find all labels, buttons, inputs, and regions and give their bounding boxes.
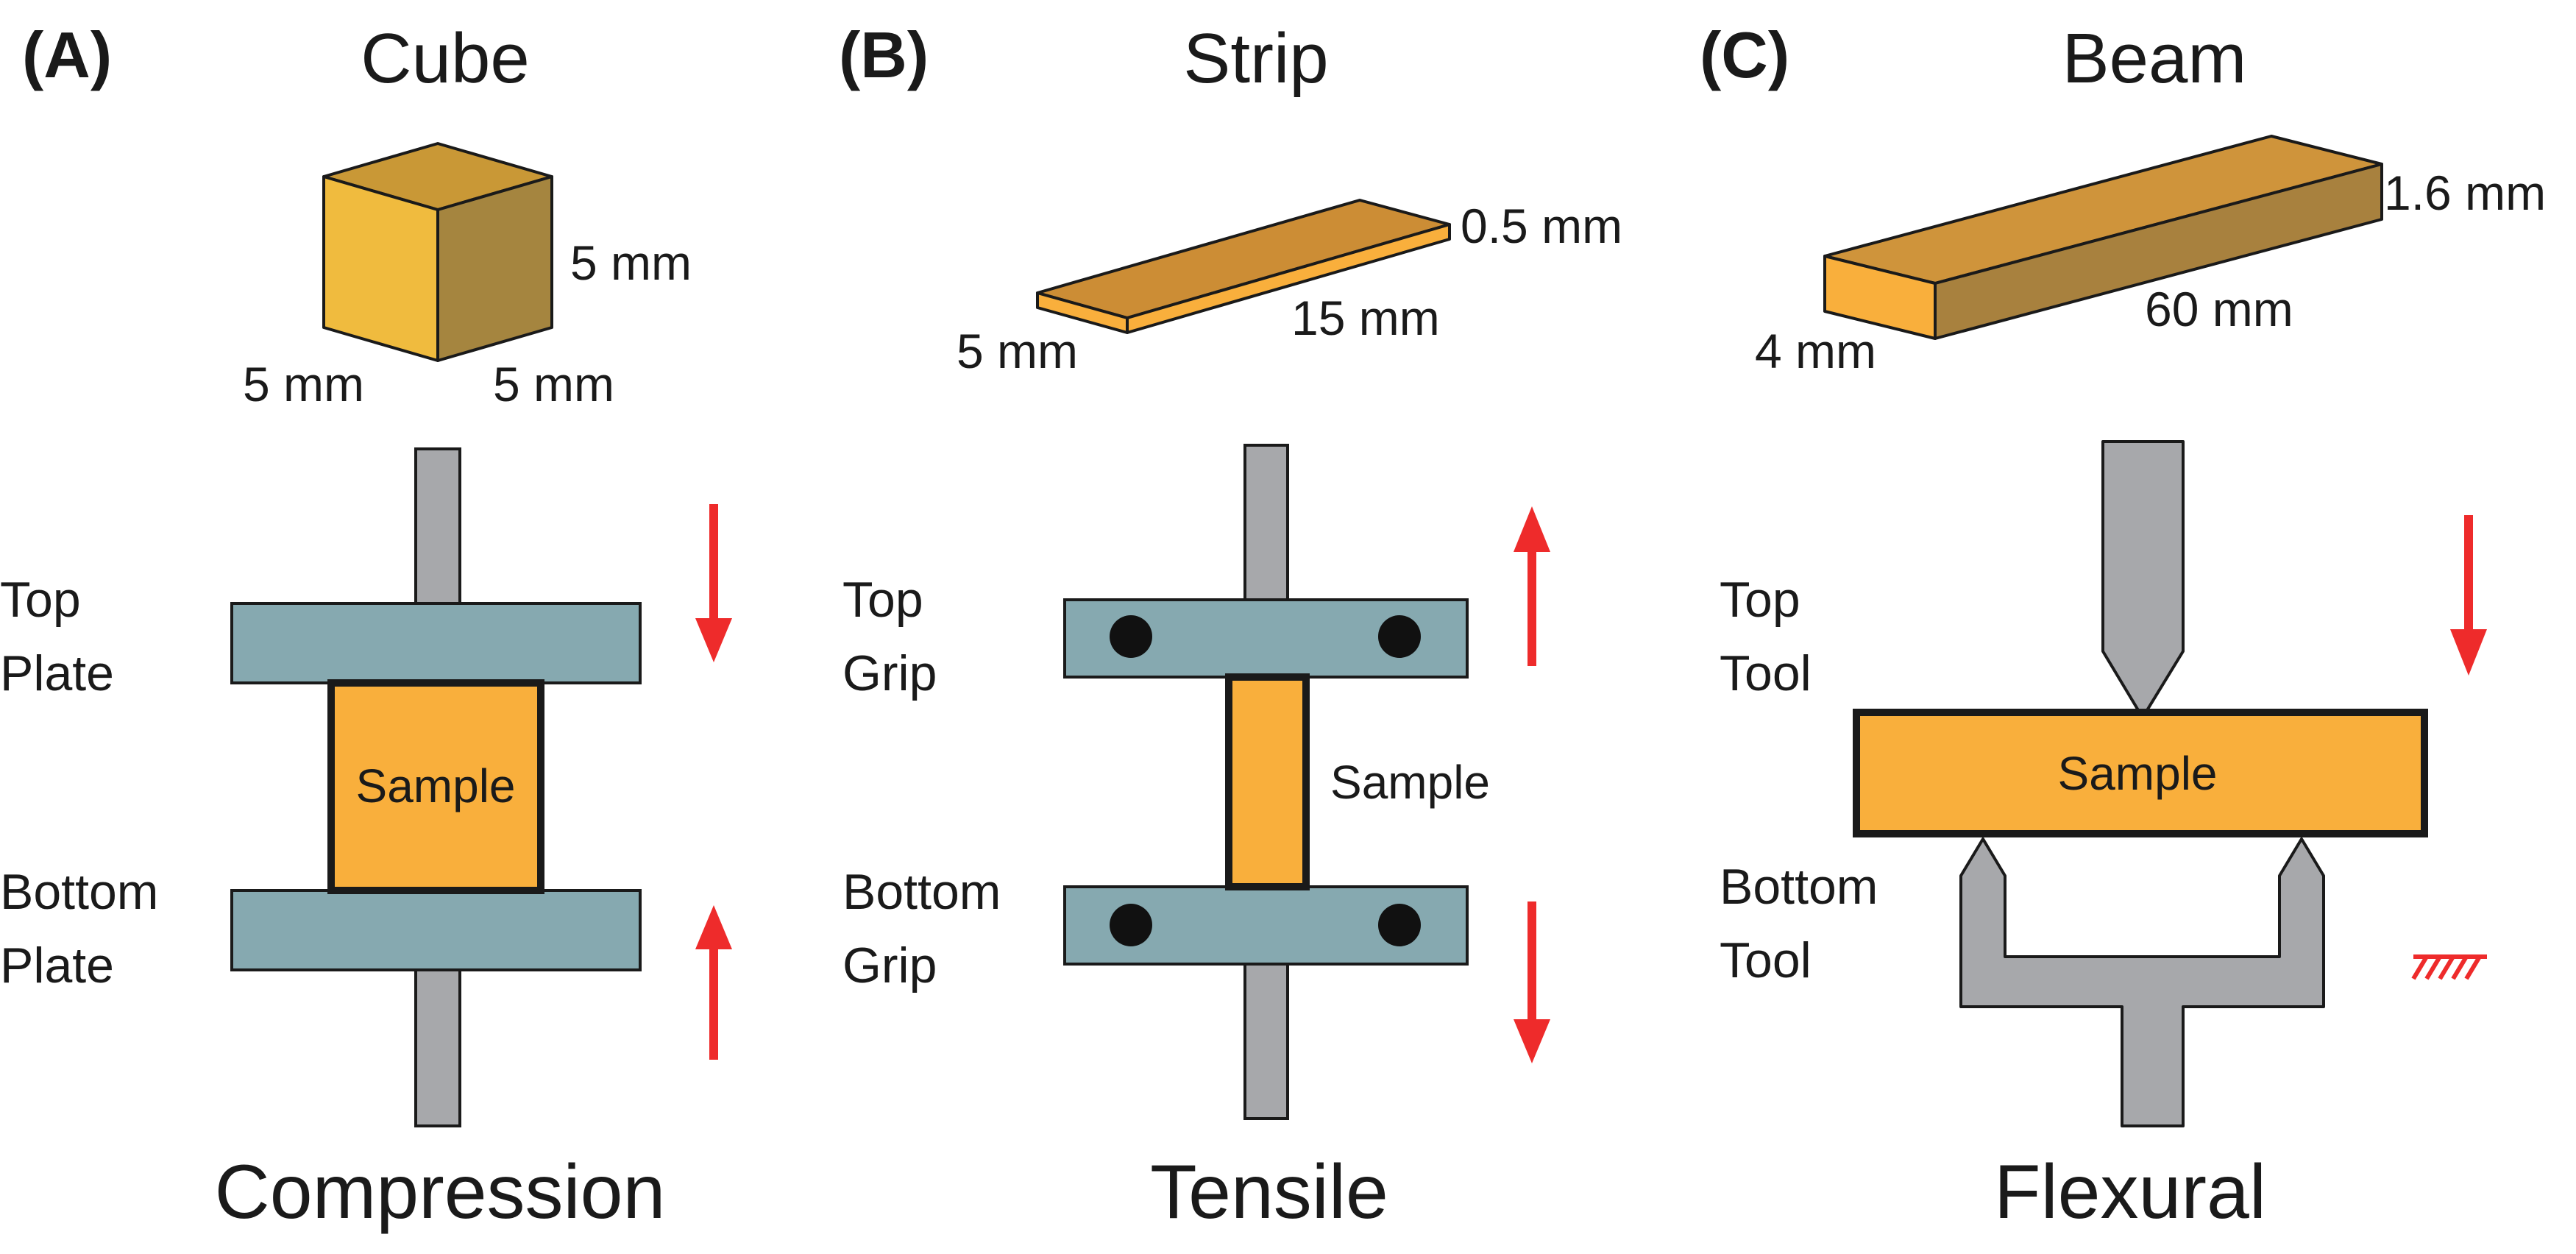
panel-a-letter: (A) [22, 18, 112, 91]
bottom-plate [230, 889, 642, 971]
top-tool-label-line2: Tool [1720, 645, 1812, 701]
panel-c-test-name: Flexural [1994, 1150, 2266, 1235]
panel-c: (C) Beam 1.6 mm 60 mm 4 mm Sample Top To… [1700, 18, 2546, 1235]
cube-dim-width: 5 mm [243, 357, 364, 411]
bolt-icon [1110, 615, 1152, 658]
panel-c-letter: (C) [1700, 18, 1789, 91]
top-grip-label-line2: Grip [842, 645, 937, 701]
panel-a: (A) Cube 5 mm 5 mm 5 mm Sample Top Plate… [0, 18, 732, 1235]
cube-dim-height: 5 mm [570, 235, 692, 290]
strip-illustration [1036, 199, 1451, 334]
panel-c-title: Beam [2062, 19, 2247, 98]
top-plate [230, 602, 642, 684]
bottom-rod [1243, 959, 1289, 1120]
bottom-plate-label-line1: Bottom [0, 864, 158, 920]
strip-side-face [1126, 223, 1451, 334]
strip-dim-length: 15 mm [1291, 291, 1440, 345]
beam-side-face [1934, 163, 2383, 340]
bottom-plate-label-line2: Plate [0, 938, 114, 993]
flexural-sample-label: Sample [2058, 747, 2218, 800]
cube-front-face [322, 175, 439, 362]
cube-dim-depth: 5 mm [493, 357, 614, 411]
arrow-down-icon [2450, 515, 2487, 676]
panel-a-title: Cube [361, 19, 530, 98]
bottom-grip-label-line1: Bottom [842, 864, 1001, 920]
top-plate-label-line1: Top [0, 572, 81, 628]
beam-dim-thickness: 1.6 mm [2384, 166, 2546, 220]
top-tool-label-line1: Top [1720, 572, 1800, 628]
bottom-tool-label-line1: Bottom [1720, 859, 1878, 915]
fixed-support-icon [2411, 954, 2487, 980]
panel-b-test-name: Tensile [1150, 1150, 1388, 1235]
cube-side-face [436, 175, 553, 362]
top-rod [1243, 444, 1289, 601]
bottom-grip-label-line2: Grip [842, 938, 937, 993]
panel-b: (B) Strip 0.5 mm 15 mm 5 mm Sample Top G… [839, 18, 1622, 1235]
bolt-icon [1378, 904, 1421, 946]
arrow-up-icon [1514, 506, 1550, 666]
compression-sample [327, 679, 544, 894]
tensile-sample-label: Sample [1330, 756, 1490, 809]
beam-dim-width: 4 mm [1755, 324, 1876, 378]
bolt-icon [1110, 904, 1152, 946]
beam-dim-length: 60 mm [2145, 282, 2293, 336]
arrow-down-icon [1514, 901, 1550, 1063]
strip-dim-width: 5 mm [957, 324, 1078, 378]
strip-dim-thickness: 0.5 mm [1461, 199, 1622, 253]
arrow-down-icon [695, 504, 732, 662]
compression-sample-label: Sample [356, 759, 516, 812]
flexural-sample [1853, 709, 2428, 837]
bolt-icon [1378, 615, 1421, 658]
top-rod [414, 447, 461, 605]
panel-a-test-name: Compression [215, 1150, 666, 1235]
top-plate-label-line2: Plate [0, 645, 114, 701]
bottom-tool [1959, 837, 2325, 1127]
panel-b-letter: (B) [839, 18, 929, 91]
panel-b-title: Strip [1183, 19, 1328, 98]
bottom-tool-label-line2: Tool [1720, 932, 1812, 988]
cube-illustration [322, 142, 553, 362]
beam-illustration [1823, 135, 2383, 340]
tensile-sample [1225, 673, 1310, 890]
top-grip-label-line1: Top [842, 572, 923, 628]
bottom-rod [414, 966, 461, 1127]
arrow-up-icon [695, 905, 732, 1060]
top-tool [2101, 440, 2185, 719]
